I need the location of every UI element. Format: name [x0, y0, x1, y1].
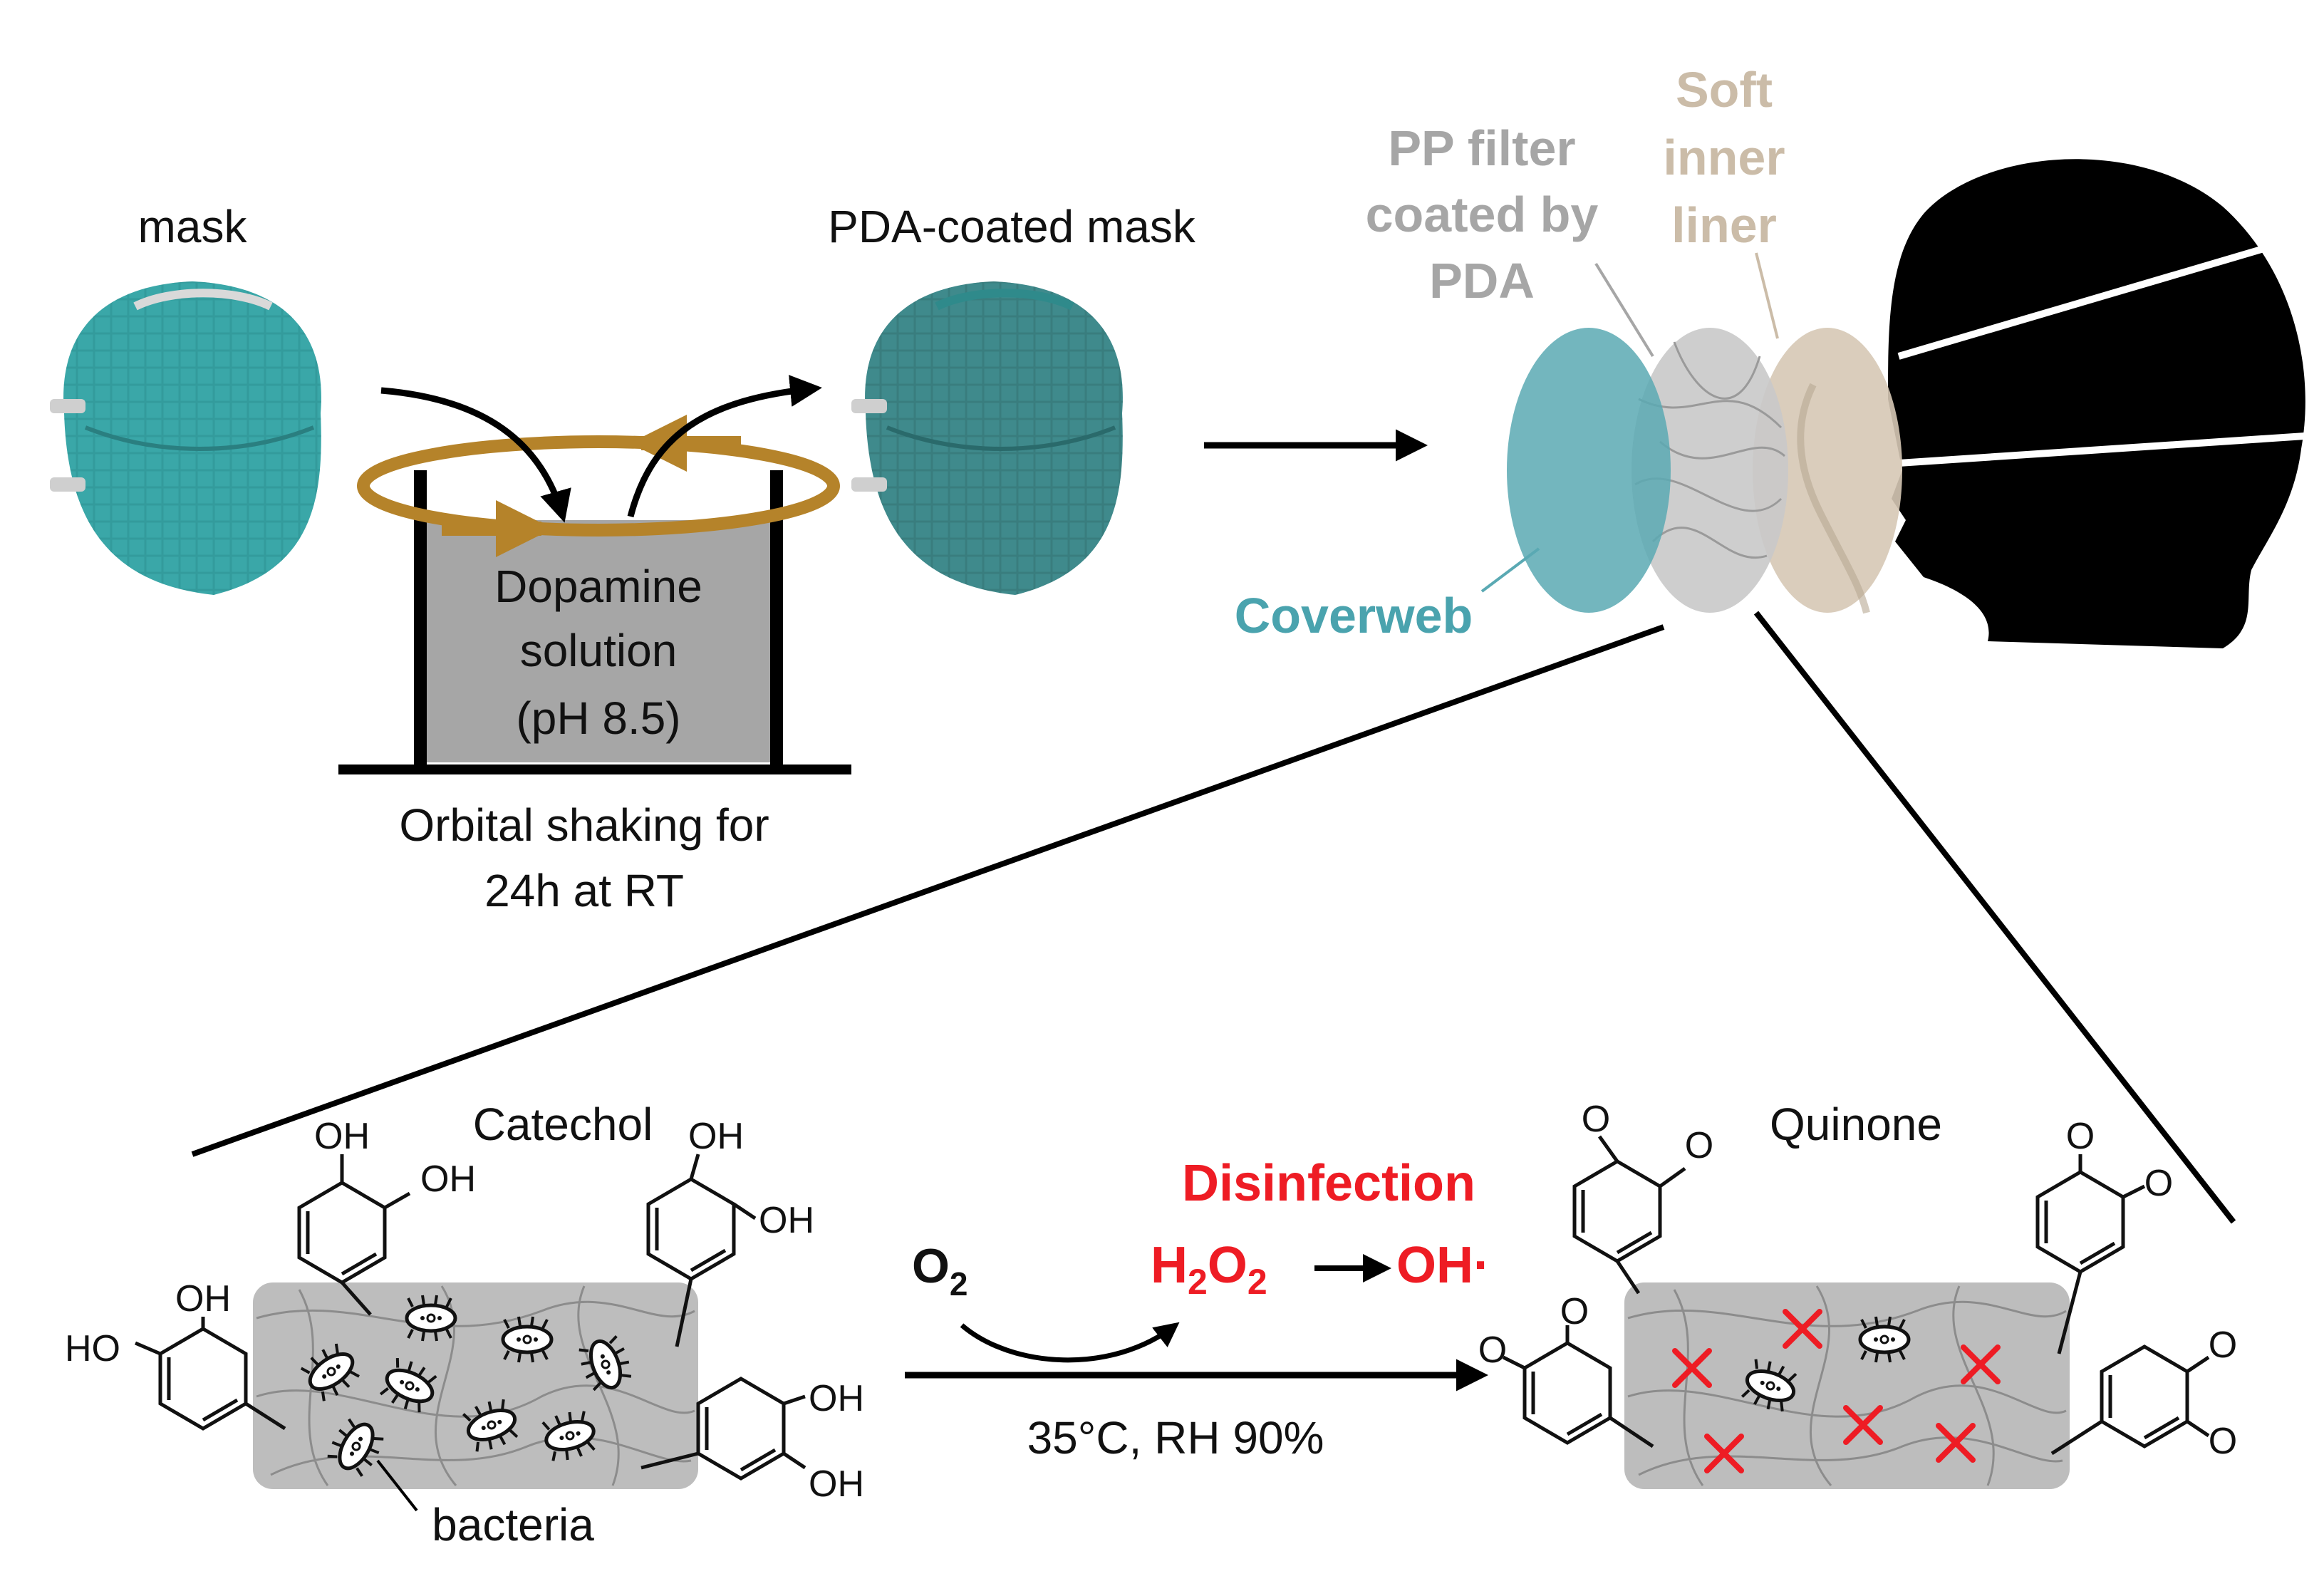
o-q3-1: O [2066, 1116, 2095, 1157]
soft-text-2: inner [1663, 130, 1785, 185]
ho-left-2: HO [65, 1328, 120, 1369]
o-q3-2: O [2144, 1163, 2173, 1204]
o2-curved-arrow [960, 1322, 1180, 1363]
dopamine-text-2: solution [520, 625, 678, 676]
arrow-into-solution [380, 387, 571, 523]
quinone-fiber-panel [1624, 1282, 2070, 1489]
o-q1-2: O [1685, 1125, 1713, 1166]
oh-rb-2: OH [809, 1463, 864, 1505]
quinone-ring-top-left [1572, 1135, 1686, 1295]
liner-leader-line [1755, 252, 1779, 339]
oh-rt-1: OH [688, 1116, 744, 1157]
arrow-out-of-solution [627, 375, 822, 518]
zoom-line-right [1753, 611, 2236, 1224]
dopamine-text-1: Dopamine [494, 561, 702, 612]
soft-text-1: Soft [1676, 62, 1773, 118]
oh-rb-1: OH [809, 1378, 864, 1419]
oh-radical-label: OH· [1396, 1237, 1490, 1294]
dopamine-solution [420, 520, 777, 762]
quinone-ring-bottom-right [2050, 1344, 2210, 1456]
oh-rt-2: OH [759, 1200, 814, 1241]
o-q4-2: O [2209, 1421, 2237, 1462]
pp-filter-layer [1632, 328, 1788, 613]
zoom-line-left [191, 624, 1665, 1157]
o-q2-2: O [1478, 1330, 1507, 1371]
coverweb-text: Coverweb [1235, 588, 1473, 643]
quinone-ring-top-right [2035, 1154, 2146, 1354]
pda-coated-mask-image [851, 281, 1123, 595]
quinone-ring-left [1502, 1325, 1654, 1449]
dopamine-beaker [338, 470, 851, 774]
shaking-text-1: Orbital shaking for [399, 799, 769, 851]
catechol-ring-right-top [646, 1154, 757, 1347]
pp-text-1: PP filter [1388, 120, 1575, 176]
quinone-label: Quinone [1770, 1099, 1942, 1150]
soft-inner-liner-layer [1753, 328, 1902, 613]
orbital-shaking-arrows [357, 415, 840, 557]
catechol-ring-right-bottom [640, 1377, 806, 1481]
original-mask-image [50, 281, 321, 595]
bacteria-leader-line [376, 1459, 418, 1512]
conditions-label: 35°C, RH 90% [1027, 1412, 1324, 1463]
pda-mask-label: PDA-coated mask [828, 201, 1196, 252]
catechol-fiber-panel [253, 1282, 698, 1489]
oh-top-2: OH [420, 1159, 476, 1200]
mask-label: mask [138, 201, 248, 252]
disinfection-label: Disinfection [1182, 1155, 1475, 1212]
coverweb-leader-line [1480, 547, 1540, 593]
coverweb-layer [1507, 328, 1671, 613]
shaking-text-2: 24h at RT [484, 865, 684, 916]
mask-layers [1507, 328, 1902, 614]
oh-top-1: OH [314, 1116, 370, 1157]
pp-leader-line [1594, 262, 1654, 358]
soft-text-3: liner [1671, 197, 1777, 253]
bacteria-label: bacteria [432, 1499, 594, 1550]
o-q1-1: O [1582, 1099, 1610, 1140]
h2o2-label: H2O2 [1151, 1237, 1267, 1302]
o-q4-1: O [2209, 1325, 2237, 1366]
head-silhouette [1888, 159, 2305, 648]
o2-label: O2 [912, 1239, 968, 1302]
dopamine-text-3: (pH 8.5) [516, 693, 680, 744]
pp-text-2: coated by [1366, 187, 1599, 242]
pp-text-3: PDA [1429, 253, 1535, 309]
oh-left-1: OH [175, 1278, 231, 1320]
catechol-ring-left [135, 1317, 286, 1431]
catechol-ring-top [297, 1154, 411, 1316]
o-q2-1: O [1560, 1291, 1589, 1332]
catechol-label: Catechol [473, 1099, 653, 1150]
